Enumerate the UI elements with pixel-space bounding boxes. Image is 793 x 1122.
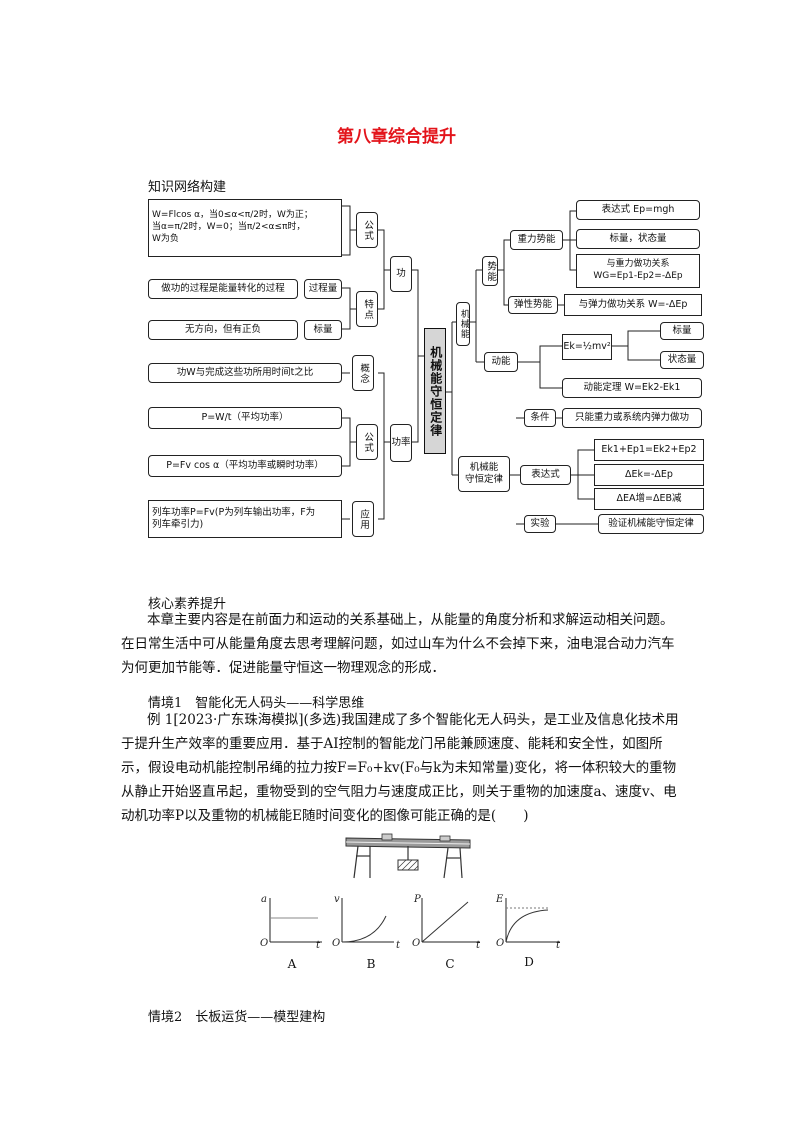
graph-d-curve [505,909,549,943]
gravity-work-relation: 与重力做功关系 WG=Ep1-Ep2=-ΔEp [576,254,700,288]
work-scalar-label: 标量 [304,320,342,340]
power-concept-label: 概念 [352,355,374,391]
expression-energy-sum: Ek1+Ep1=Ek2+Ep2 [594,439,704,461]
graph-a-letter: A [287,957,297,971]
expression-label: 表达式 [520,465,571,485]
graph-c-letter: C [445,957,455,971]
gravity-pe-expression: 表达式 Ep=mgh [576,200,700,220]
graph-b-xlabel: t [396,940,401,950]
page-title: 第八章综合提升 [337,127,456,147]
example-1-text: 例 1[2023·广东珠海模拟](多选)我国建成了多个智能化无人码头，是工业及信… [121,712,679,824]
scenario-1-heading: 情境1 智能化无人码头——科学思维 [148,696,365,711]
work-formula-line: W为负 [152,233,179,244]
gravity-work-relation-line: WG=Ep1-Ep2=-ΔEp [593,271,683,281]
kinetic-scalar: 标量 [660,322,704,340]
gravity-pe-scalar: 标量，状态量 [576,229,700,249]
conservation-law-line: 机械能 [469,461,499,473]
work-formula-line: 当α=π/2时，W=0；当π/2<α≤π时， [152,222,306,233]
work-formula-box: W=Flcos α，当0≤α<π/2时，W为正； 当α=π/2时，W=0；当π/… [148,199,342,257]
graph-c-curve [421,901,469,943]
experiment-text: 验证机械能守恒定律 [598,514,704,534]
graph-b-curve [341,915,387,943]
option-graphs: a O t v O t P O t E O t [260,894,561,950]
power-average-text: P=W/t（平均功率） [148,407,342,429]
graph-c-xlabel: t [476,940,481,950]
map-connectors [342,205,660,525]
elastic-pe-label: 弹性势能 [508,296,558,314]
gantry-crane-figure [345,833,471,879]
elastic-work-relation: 与弹力做功关系 W=-ΔEp [564,294,702,316]
power-formula-label: 公式 [356,424,378,460]
intro-paragraph: 本章主要内容是在前面力和运动的关系基础上，从能量的角度分析和求解运动相关问题。在… [121,612,675,676]
conservation-law-line: 守恒定律 [464,474,503,485]
center-topic: 机械能守恒定律 [424,328,446,454]
expression-ab: ΔEA增=ΔEB减 [594,488,704,510]
kinetic-energy-label: 动能 [484,352,518,372]
gravity-work-relation-line: 与重力做功关系 [606,259,670,270]
graph-a-ylabel: a [261,894,267,905]
work-process-label: 过程量 [304,279,342,299]
graph-d-ylabel: E [495,894,504,905]
graph-b-letter: B [366,957,376,971]
power-concept-text: 功W与完成这些功所用时间t之比 [148,363,342,383]
mechanical-energy-label: 机械能 [456,302,470,346]
work-feature-label: 特点 [356,291,378,327]
power-application-line: 列车牵引力) [152,519,204,530]
potential-energy-label: 势能 [482,256,498,286]
work-formula-line: W=Flcos α，当0≤α<π/2时，W为正； [152,210,313,221]
graph-c-origin: O [412,938,420,949]
graph-b-origin: O [332,938,340,949]
kinetic-theorem: 动能定理 W=Ek2-Ek1 [562,378,702,398]
scenario-2-heading: 情境2 长板运货——模型建构 [148,1010,326,1025]
kinetic-energy-formula: Ek=½mv² [562,334,612,360]
power-application-line: 列车功率P=Fv(P为列车输出功率，F为 [152,506,316,518]
graph-d-letter: D [524,955,534,969]
work-label: 功 [390,256,412,292]
power-application-label: 应用 [352,501,374,537]
graph-a-origin: O [260,938,268,949]
work-process-text: 做功的过程是能量转化的过程 [148,279,298,299]
work-formula-label: 公式 [356,212,378,248]
kinetic-state: 状态量 [660,351,704,369]
condition-label: 条件 [524,409,556,427]
expression-delta: ΔEk=-ΔEp [594,464,704,486]
power-instant-text: P=Fv cos α（平均功率或瞬时功率） [148,455,342,477]
experiment-label: 实验 [524,515,556,533]
power-application-text: 列车功率P=Fv(P为列车输出功率，F为 列车牵引力) [148,500,342,538]
graph-d-xlabel: t [556,940,561,950]
section-core-literacy: 核心素养提升 [148,597,227,612]
graph-b-ylabel: v [334,894,340,905]
graph-c-ylabel: P [413,894,421,905]
conservation-law-label: 机械能 守恒定律 [458,456,510,492]
graph-a-xlabel: t [316,940,321,950]
condition-text: 只能重力或系统内弹力做功 [562,408,702,428]
power-label: 功率 [390,424,412,462]
gravity-pe-label: 重力势能 [510,230,563,250]
work-scalar-text: 无方向，但有正负 [148,320,298,340]
section-knowledge-network: 知识网络构建 [148,180,227,195]
graph-d-origin: O [496,938,504,949]
